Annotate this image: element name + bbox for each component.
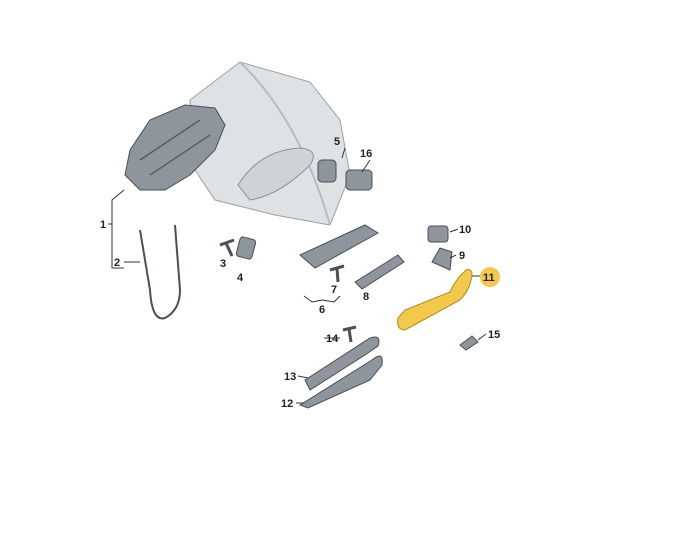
part-13-trim [304, 336, 380, 391]
mechanism-detail [139, 119, 211, 176]
part-10-housing [427, 225, 449, 243]
part-8-lock-cylinder [354, 254, 405, 290]
door-panel-edge [239, 61, 331, 226]
part-11-door-handle [397, 269, 473, 331]
label-7: 7 [331, 284, 337, 296]
part-9-clip [431, 247, 453, 271]
part-15-clip [459, 335, 479, 351]
label-15: 15 [488, 329, 500, 341]
part-14-screw [342, 325, 357, 343]
door-body-panel [189, 61, 351, 226]
part-6-bracket [299, 224, 379, 269]
part-7-screw [329, 264, 345, 283]
label-5: 5 [334, 136, 340, 148]
leader-lines [108, 147, 487, 404]
label-4: 4 [237, 272, 244, 284]
label-1: 1 [100, 219, 106, 231]
door-lock-mechanism [124, 104, 226, 191]
part-16-cap [345, 169, 373, 191]
label-10: 10 [459, 224, 471, 236]
label-16: 16 [360, 148, 372, 160]
part-3-screw [219, 238, 235, 257]
label-9: 9 [459, 250, 465, 262]
handle-recess [237, 147, 314, 201]
label-11: 11 [483, 272, 495, 284]
label-2: 2 [114, 257, 120, 269]
part-4-gasket [235, 236, 257, 260]
part-5-cover [317, 159, 337, 183]
label-8: 8 [363, 291, 369, 303]
label-6: 6 [319, 304, 325, 316]
label-13: 13 [284, 371, 296, 383]
label-12: 12 [281, 398, 293, 410]
part-11-highlight [480, 267, 500, 287]
bowden-cable [139, 224, 182, 320]
part-12-handle-cover [298, 355, 383, 409]
label-3: 3 [220, 258, 226, 270]
label-14: 14 [326, 333, 339, 345]
